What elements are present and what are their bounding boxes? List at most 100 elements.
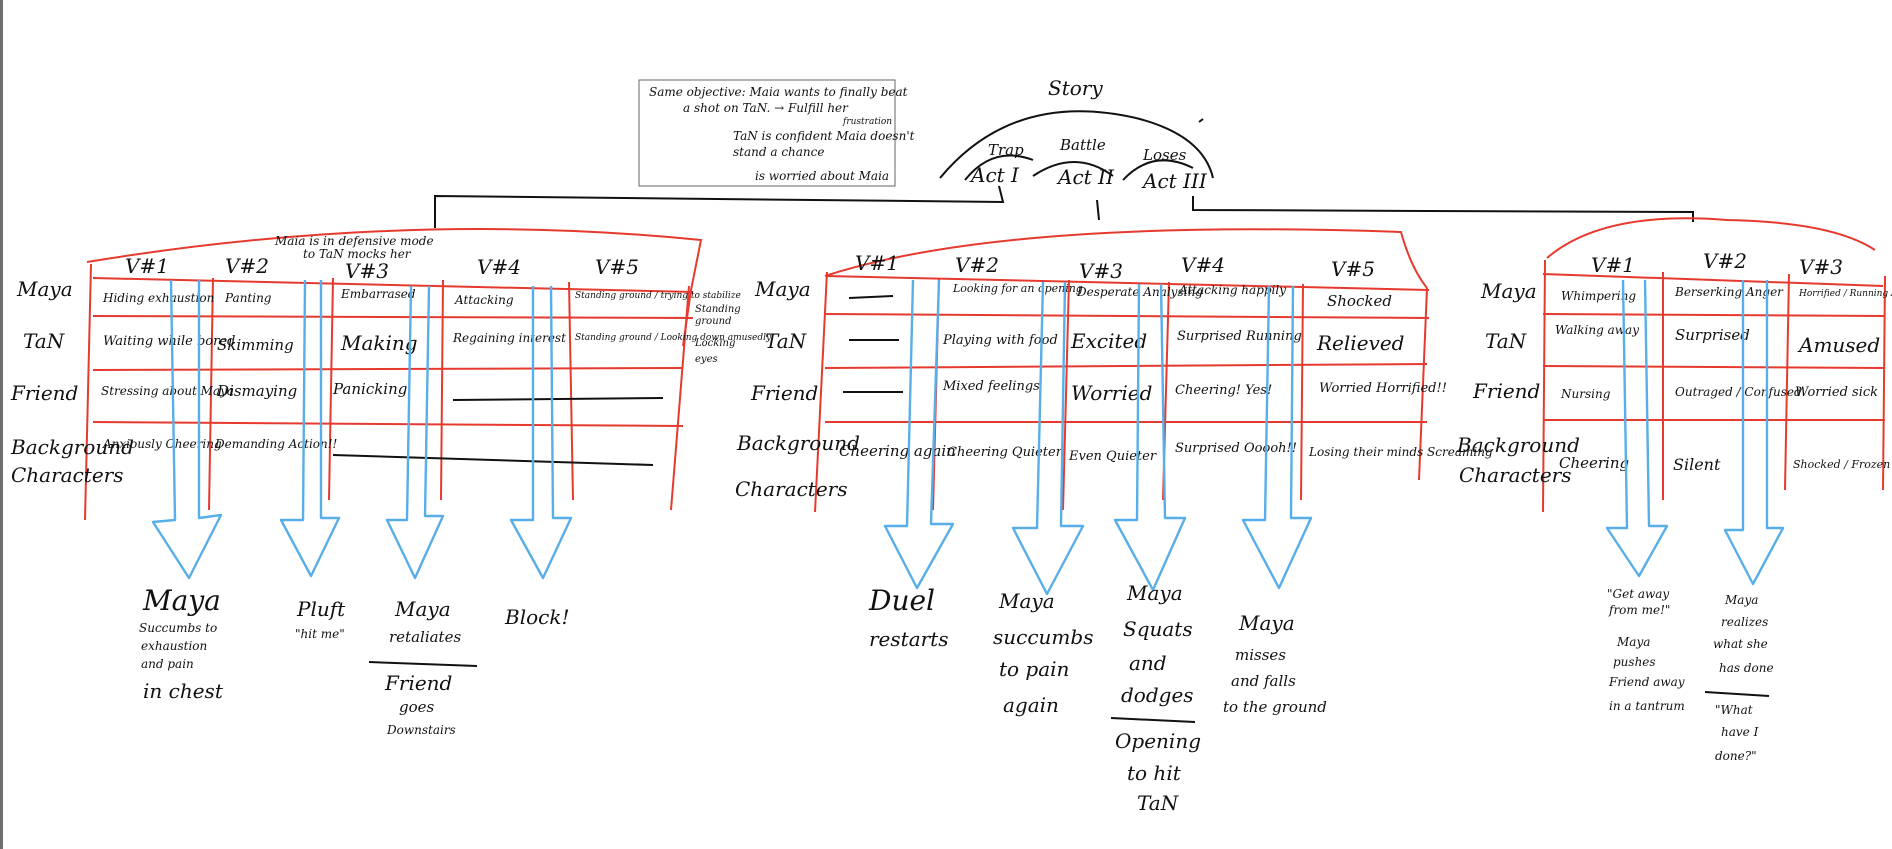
act1-outcome1-line2: Succumbs to (139, 621, 217, 635)
act1-tan-v5: Standing ground / Looking down amusedly (575, 333, 772, 343)
act3-header-2: V#2 (1703, 249, 1747, 273)
act3-outcome1-line3: Maya (1616, 635, 1650, 649)
act1-table (84, 228, 703, 521)
act2-bg-v3: Even Quieter (1068, 449, 1157, 464)
act2-arc-label: Battle (1059, 136, 1106, 154)
act3-bg-v3: Shocked / Frozen / Speechless (1793, 458, 1892, 471)
act2-outcome4-line2: misses (1235, 646, 1286, 664)
act2-header-4: V#4 (1181, 253, 1225, 277)
row-label-background: Background (10, 435, 134, 459)
act1-side-note-1: Standing (695, 304, 741, 315)
act3-outcome2-line5: "What (1715, 703, 1753, 717)
act2-arrows (883, 279, 1313, 596)
act1-maya-v3: Embarrased (340, 287, 416, 301)
act2-tan-v5: Relieved (1316, 331, 1404, 355)
note-line-4: TaN is confident Maia doesn't (733, 129, 915, 143)
act1-header-4: V#4 (477, 255, 521, 279)
act3-arc-label: Loses (1142, 146, 1187, 164)
act1-outcome2-line2: "hit me" (295, 627, 345, 641)
act2-outcome3-line3: and (1129, 651, 1167, 675)
act2-friend-v5: Worried Horrified!! (1319, 381, 1447, 396)
act2-friend-v4: Cheering! Yes! (1175, 383, 1272, 398)
note-line-6: is worried about Maia (755, 169, 889, 183)
act1-friend-v1: Stressing about Maya (101, 384, 234, 398)
act1-maya-v1: Hiding exhaustion (102, 291, 214, 305)
act1-outcome2-line1: Pluft (296, 597, 346, 621)
act2-label: Act II (1056, 165, 1115, 189)
act2-bg-v2: Cheering Quieter (947, 445, 1063, 460)
act2-outcome4-line1: Maya (1238, 611, 1295, 635)
act2-table (814, 228, 1430, 513)
act3-outcome1-line6: in a tantrum (1609, 699, 1685, 713)
tree-connectors (434, 185, 1694, 228)
act1-bg-v1: Anxiously Cheering (102, 437, 222, 451)
act1-arrow-3 (385, 285, 445, 580)
note-box: Same objective: Maia wants to finally be… (638, 79, 915, 187)
act3-outcome2-line1: Maya (1724, 593, 1758, 607)
act1-arrow-2 (279, 279, 341, 578)
act2-outcome3-line1: Maya (1126, 581, 1183, 605)
act2-tan-v3: Excited (1070, 329, 1147, 353)
act1-outcome1-line1: Maya (142, 584, 221, 617)
act2-bg-v1: Cheering again (839, 442, 956, 460)
act3-outcome2-line3: what she (1713, 637, 1768, 651)
act2-arrow-3 (1113, 283, 1187, 592)
act1-header-5: V#5 (595, 255, 639, 279)
act1-maya-v2: Panting (224, 291, 272, 305)
act3-maya-v2: Berserking Anger (1674, 285, 1784, 299)
act1-annotation-2: to TaN mocks her (303, 247, 412, 261)
act1-maya-v5: Standing ground / trying to stabilize (575, 291, 741, 301)
act2-outcome3-line7: TaN (1137, 791, 1180, 815)
act3-row-label-tan: TaN (1485, 329, 1528, 353)
act1-friend-v3: Panicking (332, 380, 407, 398)
window-edge (0, 0, 3, 849)
act3-header-3: V#3 (1799, 255, 1843, 279)
act2-friend-v2: Mixed feelings (942, 379, 1040, 394)
act1-outcome3-line5: Downstairs (386, 723, 456, 737)
act1-outcome3-line4: goes (399, 698, 435, 716)
act1-header-2: V#2 (225, 254, 269, 278)
act2-header-5: V#5 (1331, 257, 1375, 281)
act3-friend-v3: Worried sick (1795, 385, 1878, 400)
act3-outcome2-line2: realizes (1721, 615, 1768, 629)
act1-tan-v4: Regaining interest (452, 331, 566, 345)
act2-outcome4-line4: to the ground (1223, 698, 1327, 716)
act1-header-3: V#3 (345, 259, 389, 283)
act2-arrow-4 (1241, 285, 1313, 590)
act2-outcome2-line3: to pain (999, 657, 1069, 681)
act3-row-label-background: Background (1456, 433, 1580, 457)
row-label-maya: Maya (16, 277, 73, 301)
act1-header-1: V#1 (125, 254, 169, 278)
act3-arrow-2 (1723, 280, 1785, 586)
act3-bg-v1: Cheering (1559, 454, 1629, 472)
act3-label: Act III (1141, 169, 1208, 193)
act3-tan-v1: Walking away (1555, 323, 1639, 337)
act2-bg-v5: Losing their minds Screaming (1308, 445, 1493, 459)
act2-maya-v2: Looking for an opening (952, 282, 1083, 295)
act3-header-1: V#1 (1591, 253, 1635, 277)
row-label-tan: TaN (23, 329, 66, 353)
act1-outcome1-line3: exhaustion (141, 639, 207, 653)
act3-arrow-1 (1605, 279, 1669, 578)
act3-outcome1-line1: "Get away (1607, 587, 1669, 601)
act2-tan-v2: Playing with food (942, 333, 1058, 348)
act2-outcome3-line6: to hit (1127, 761, 1182, 785)
act2-maya-v5: Shocked (1327, 292, 1392, 310)
act1-maya-v4: Attacking (454, 293, 514, 307)
act2-outcome3-line2: Squats (1123, 617, 1193, 641)
story-arcs (939, 110, 1214, 181)
act1-label: Act I (969, 163, 1020, 187)
act2-bg-v4: Surprised Ooooh!! (1175, 441, 1297, 456)
act2-outcome1-line2: restarts (869, 627, 948, 651)
story-title: Story (1048, 76, 1103, 100)
act3-outcome2-line4: has done (1719, 661, 1774, 675)
act1-arrows (151, 279, 573, 580)
row-label-characters: Characters (11, 463, 124, 487)
act1-friend-empty-line (452, 397, 664, 401)
act3-row-label-characters: Characters (1459, 463, 1572, 487)
act3-row-label-friend: Friend (1472, 379, 1540, 403)
act1-outcome3-line3: Friend (384, 671, 452, 695)
act1-bg-v2: Demanding Action!! (214, 437, 338, 451)
act1-outcome1-line4: and pain (141, 657, 194, 671)
act2-row-label-background: Background (736, 431, 860, 455)
